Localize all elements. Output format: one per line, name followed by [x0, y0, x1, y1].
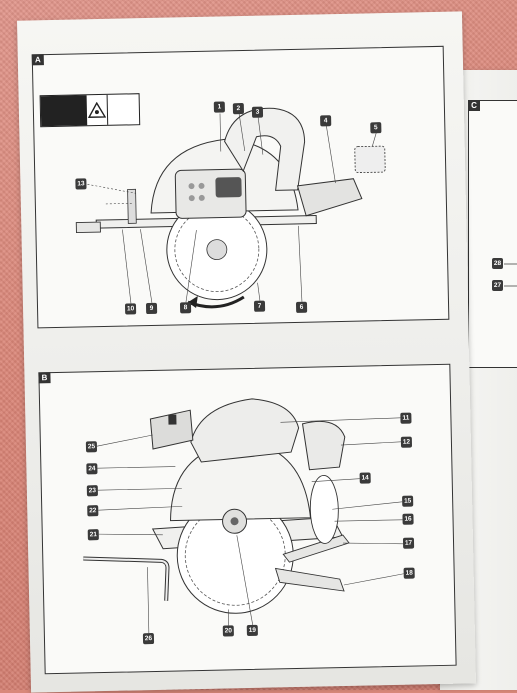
callout-5: 5 — [370, 122, 381, 133]
callout-9: 9 — [146, 303, 157, 314]
callout-16: 16 — [402, 514, 413, 525]
callout-13: 13 — [75, 178, 86, 189]
callout-7: 7 — [254, 301, 265, 312]
callout-25: 25 — [86, 441, 97, 452]
saw-side-view-drawing — [33, 47, 449, 328]
callout-4: 4 — [320, 115, 331, 126]
callout-10: 10 — [125, 303, 136, 314]
callout-18: 18 — [404, 568, 415, 579]
callout-3: 3 — [252, 107, 263, 118]
callout-19: 20 — [223, 625, 234, 636]
callout-22: 22 — [87, 505, 98, 516]
manual-page: A — [17, 11, 476, 692]
callout-20: 19 — [247, 625, 258, 636]
callout-23: 23 — [87, 485, 98, 496]
callout-6: 6 — [296, 302, 307, 313]
callout-15: 15 — [402, 496, 413, 507]
callout-11: 11 — [400, 413, 411, 424]
panel-a: A — [32, 46, 450, 329]
panel-b: B — [38, 364, 456, 675]
callout-24: 24 — [86, 463, 97, 474]
callout-17: 17 — [403, 538, 414, 549]
callout-26: 26 — [143, 633, 154, 644]
callout-21: 21 — [88, 529, 99, 540]
callout-12: 12 — [401, 437, 412, 448]
callout-2: 2 — [233, 103, 244, 114]
callout-8: 8 — [180, 302, 191, 313]
callout-14: 14 — [360, 472, 371, 483]
callout-1: 1 — [214, 101, 225, 112]
